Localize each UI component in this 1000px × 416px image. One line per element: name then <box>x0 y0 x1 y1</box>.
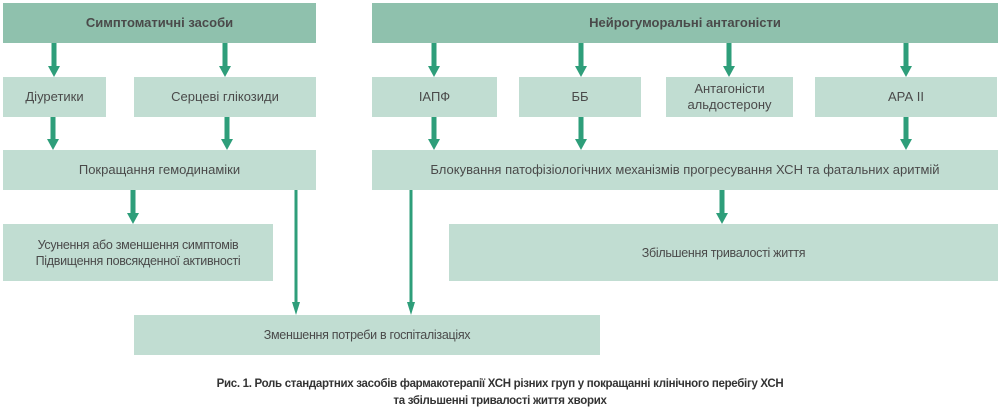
symptoms-label-1: Усунення або зменшення симптомів <box>37 237 239 252</box>
aldosterone-label-2: альдостерону <box>687 97 772 112</box>
survival-label: Збільшення тривалості життя <box>641 245 806 260</box>
caption-line-2: та збільшенні тривалості життя хворих <box>393 395 607 407</box>
box-bb: ББ <box>519 77 641 117</box>
box-iapf: ІАПФ <box>372 77 497 117</box>
diuretics-label: Діуретики <box>25 89 84 104</box>
header-symptomatic-label: Симптоматичні засоби <box>85 15 234 30</box>
symptoms-label-2: Підвищення повсякденної активності <box>35 253 241 268</box>
glycosides-label: Серцеві глікозиди <box>171 89 279 104</box>
aldosterone-label-1: Антагоністи <box>694 81 765 96</box>
header-symptomatic: Симптоматичні засоби <box>3 3 316 43</box>
box-hemodynamics: Покращання гемодинаміки <box>3 150 316 190</box>
header-neurohumoral: Нейрогуморальні антагоністи <box>372 3 998 43</box>
box-diuretics: Діуретики <box>3 77 106 117</box>
ara-label: АРА II <box>888 89 924 104</box>
hemodynamics-label: Покращання гемодинаміки <box>78 162 241 177</box>
hospital-label: Зменшення потреби в госпіталізаціях <box>263 328 471 342</box>
iapf-label: ІАПФ <box>418 89 451 104</box>
box-ara: АРА II <box>815 77 997 117</box>
box-glycosides: Серцеві глікозиди <box>134 77 316 117</box>
box-survival: Збільшення тривалості життя <box>449 224 998 281</box>
blocking-label: Блокування патофізіологічних механізмів … <box>430 162 940 177</box>
box-hospital: Зменшення потреби в госпіталізаціях <box>134 315 600 355</box>
bb-label: ББ <box>571 89 589 104</box>
box-blocking: Блокування патофізіологічних механізмів … <box>372 150 998 190</box>
caption-line-1: Рис. 1. Роль стандартних засобів фармако… <box>216 378 784 390</box>
header-neurohumoral-label: Нейрогуморальні антагоністи <box>589 15 781 30</box>
